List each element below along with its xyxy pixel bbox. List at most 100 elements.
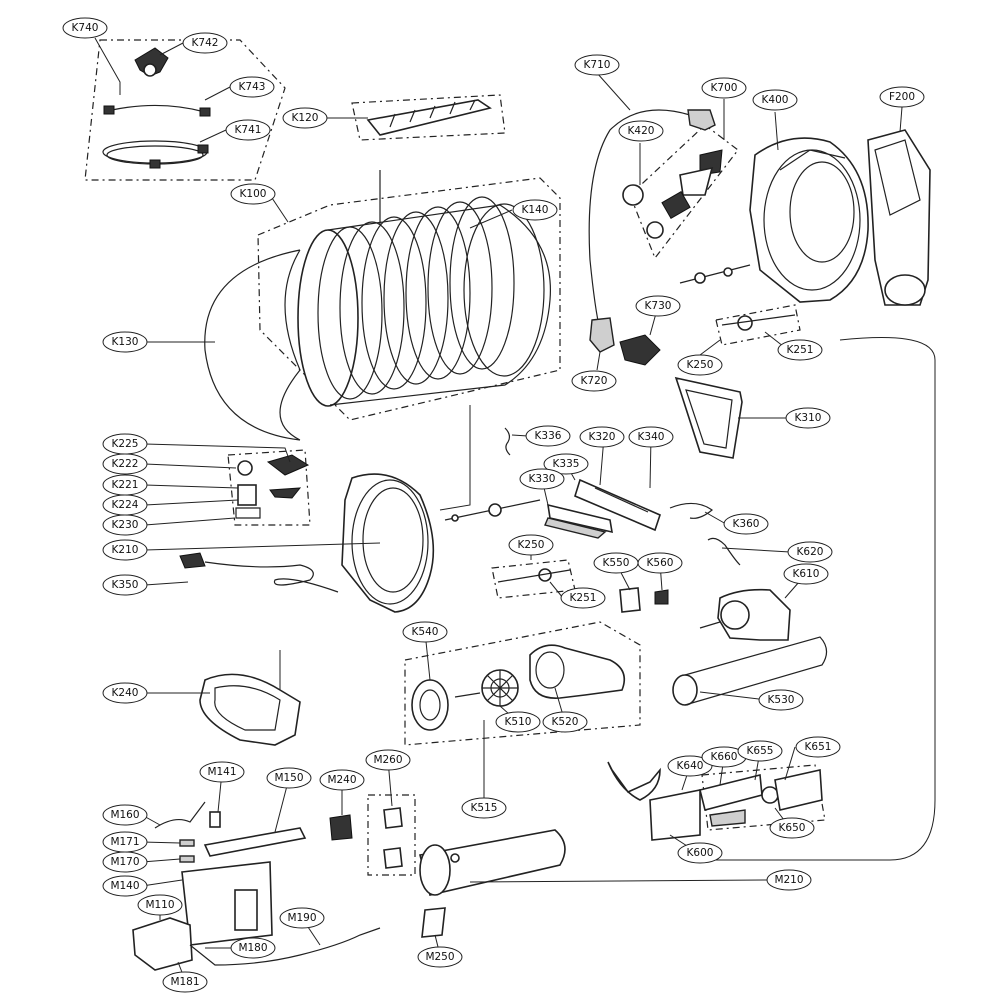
callout-K221: K221 bbox=[102, 474, 148, 496]
callout-text-K100: K100 bbox=[240, 188, 267, 200]
callout-K741: K741 bbox=[225, 119, 271, 141]
callout-text-K221: K221 bbox=[112, 479, 139, 491]
part-coiled-hose bbox=[102, 140, 209, 169]
callout-K550: K550 bbox=[593, 552, 639, 574]
callout-text-K222: K222 bbox=[112, 458, 139, 470]
callout-text-K240: K240 bbox=[112, 687, 139, 699]
callout-text-K550: K550 bbox=[603, 557, 630, 569]
callout-M240: M240 bbox=[319, 769, 365, 791]
callout-text-K251-top: K251 bbox=[787, 344, 814, 356]
callout-K100: K100 bbox=[230, 183, 276, 205]
callout-K743: K743 bbox=[229, 76, 275, 98]
callout-text-K360: K360 bbox=[733, 518, 760, 530]
callout-text-K336: K336 bbox=[535, 430, 562, 442]
callout-text-K335: K335 bbox=[553, 458, 580, 470]
callout-text-K730: K730 bbox=[645, 300, 672, 312]
callout-text-K720: K720 bbox=[581, 375, 608, 387]
callout-text-K510: K510 bbox=[505, 716, 532, 728]
callout-text-M260: M260 bbox=[373, 754, 402, 766]
part-rear-bulkhead bbox=[679, 137, 869, 303]
callout-text-M180: M180 bbox=[238, 942, 267, 954]
callout-text-M250: M250 bbox=[425, 951, 454, 963]
callout-K310: K310 bbox=[785, 407, 831, 429]
callout-M210: M210 bbox=[766, 869, 812, 891]
callout-K222: K222 bbox=[102, 453, 148, 475]
callout-text-K210: K210 bbox=[112, 544, 139, 556]
callout-K730: K730 bbox=[635, 295, 681, 317]
callout-M190: M190 bbox=[279, 907, 325, 929]
part-roller-front bbox=[444, 499, 541, 522]
part-short-hose bbox=[103, 104, 211, 117]
callout-text-M160: M160 bbox=[110, 809, 139, 821]
callout-K510: K510 bbox=[495, 711, 541, 733]
part-drum bbox=[297, 170, 552, 407]
callout-text-K230: K230 bbox=[112, 519, 139, 531]
callout-K420: K420 bbox=[618, 120, 664, 142]
callout-M260: M260 bbox=[365, 749, 411, 771]
callout-K651: K651 bbox=[795, 736, 841, 758]
callout-text-K600: K600 bbox=[687, 847, 714, 859]
callout-text-K650: K650 bbox=[779, 822, 806, 834]
callout-text-K540: K540 bbox=[412, 626, 439, 638]
callout-text-K140: K140 bbox=[522, 204, 549, 216]
callout-text-M190: M190 bbox=[287, 912, 316, 924]
part-duct-assembly bbox=[544, 478, 661, 539]
callout-K700: K700 bbox=[701, 77, 747, 99]
part-blower-housing bbox=[411, 644, 626, 731]
part-hose-y-connector bbox=[134, 47, 169, 77]
callout-K210: K210 bbox=[102, 539, 148, 561]
callout-K610: K610 bbox=[783, 563, 829, 585]
callout-K710: K710 bbox=[574, 54, 620, 76]
callout-K515: K515 bbox=[461, 797, 507, 819]
callout-F200: F200 bbox=[879, 86, 925, 108]
callout-text-F200: F200 bbox=[889, 91, 915, 103]
callout-K335: K335 bbox=[543, 453, 589, 475]
callout-K530: K530 bbox=[758, 689, 804, 711]
callout-K140: K140 bbox=[512, 199, 558, 221]
callout-K540: K540 bbox=[402, 621, 448, 643]
part-thermostat-bracket bbox=[619, 587, 669, 613]
callout-text-K743: K743 bbox=[239, 81, 266, 93]
callout-text-K530: K530 bbox=[768, 694, 795, 706]
part-lint-filter-housing bbox=[674, 376, 743, 459]
callout-K336: K336 bbox=[525, 425, 571, 447]
callout-text-K330: K330 bbox=[529, 473, 556, 485]
callout-K251-top: K251 bbox=[777, 339, 823, 361]
callout-text-K420: K420 bbox=[628, 125, 655, 137]
callout-text-K515: K515 bbox=[471, 802, 498, 814]
callout-text-K400: K400 bbox=[762, 94, 789, 106]
callout-K650: K650 bbox=[769, 817, 815, 839]
callout-text-K710: K710 bbox=[584, 59, 611, 71]
callout-K330: K330 bbox=[519, 468, 565, 490]
callout-K350: K350 bbox=[102, 574, 148, 596]
callout-text-K742: K742 bbox=[192, 37, 219, 49]
callout-K130: K130 bbox=[102, 331, 148, 353]
callout-text-K120: K120 bbox=[292, 112, 319, 124]
callout-text-K651: K651 bbox=[805, 741, 832, 753]
callout-text-K655: K655 bbox=[747, 745, 774, 757]
callout-text-K251-mid: K251 bbox=[570, 592, 597, 604]
callout-text-K660: K660 bbox=[711, 751, 738, 763]
callout-M180: M180 bbox=[230, 937, 276, 959]
part-motor bbox=[699, 537, 791, 641]
callout-text-K130: K130 bbox=[112, 336, 139, 348]
callout-text-K340: K340 bbox=[638, 431, 665, 443]
part-burner-tube bbox=[419, 829, 566, 938]
callout-M170: M170 bbox=[102, 851, 148, 873]
part-spring bbox=[504, 427, 511, 456]
callout-K240: K240 bbox=[102, 682, 148, 704]
callout-text-K740: K740 bbox=[72, 22, 99, 34]
callout-M140: M140 bbox=[102, 875, 148, 897]
callout-K120: K120 bbox=[282, 107, 328, 129]
callout-K225: K225 bbox=[102, 433, 148, 455]
callout-text-K520: K520 bbox=[552, 716, 579, 728]
callout-M110: M110 bbox=[137, 894, 183, 916]
callout-text-M171: M171 bbox=[110, 836, 139, 848]
callout-text-M181: M181 bbox=[170, 976, 199, 988]
callout-K655: K655 bbox=[737, 740, 783, 762]
part-door-switch-group bbox=[235, 454, 310, 519]
callout-text-K310: K310 bbox=[795, 412, 822, 424]
part-front-lint-duct bbox=[199, 673, 301, 746]
callout-K600: K600 bbox=[677, 842, 723, 864]
